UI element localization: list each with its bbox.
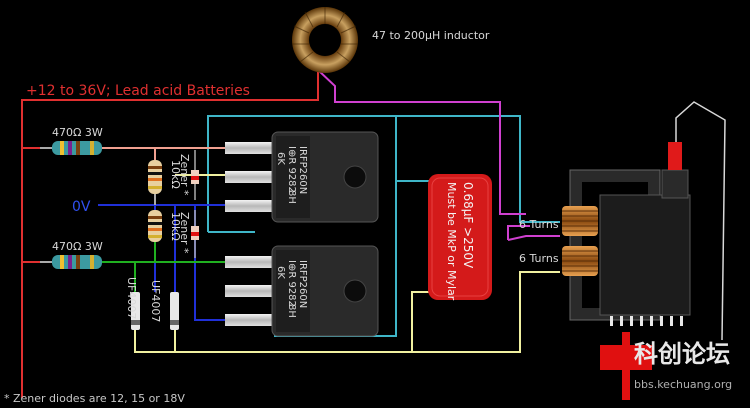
mosfet-top-line3: 6K: [275, 152, 286, 165]
primary-coil-bottom: [562, 246, 598, 276]
zener-bottom: [191, 210, 199, 258]
zener-bottom-label: Zener *: [178, 212, 191, 254]
watermark-url: bbs.kechuang.org: [634, 378, 732, 391]
battery-label: +12 to 36V; Lead acid Batteries: [26, 83, 250, 99]
mosfet-bottom-line2: I⊕R 9282: [286, 260, 297, 307]
diode-uf4007-right: [170, 292, 179, 330]
mosfet-bottom: [225, 245, 379, 337]
magenta-wire: [317, 69, 560, 241]
capacitor-line2: Must be MkP or Mylar: [445, 182, 458, 301]
watermark-logo: [600, 332, 652, 400]
mosfet-bottom-line4: 8H: [286, 304, 297, 318]
mosfet-top-line1: IRFP260N: [297, 146, 308, 194]
resistor-10k-top: [148, 160, 162, 205]
turns-top-label: 6 Turns: [519, 218, 559, 231]
watermark-cn: 科创论坛: [634, 340, 730, 368]
r10k-top-label: 10kΩ: [169, 160, 182, 189]
capacitor: [428, 174, 492, 300]
mosfet-top: [225, 131, 379, 223]
output-wire: [675, 101, 726, 341]
inductor-label: 47 to 200µH inductor: [372, 29, 490, 42]
resistor-bottom-label: 470Ω 3W: [52, 240, 103, 253]
flyback-transformer: [569, 142, 691, 326]
diode-uf4007-left: [131, 292, 140, 330]
mosfet-bottom-line3: 6K: [275, 266, 286, 279]
footnote: * Zener diodes are 12, 15 or 18V: [4, 392, 185, 405]
primary-coil-top: [562, 206, 598, 236]
resistor-top-label: 470Ω 3W: [52, 126, 103, 139]
diode-right-label: UF4007: [149, 280, 162, 322]
r10k-bottom-label: 10kΩ: [169, 212, 182, 241]
turns-bottom-label: 6 Turns: [519, 252, 559, 265]
mosfet-bottom-line1: IRFP260N: [297, 260, 308, 308]
mosfet-top-line2: I⊕R 9282: [286, 146, 297, 193]
mosfet-top-line4: 8H: [286, 190, 297, 204]
resistor-470-top: [40, 141, 102, 155]
capacitor-line1: 0.68µF >250V: [461, 182, 475, 269]
positive-supply-wire: [21, 70, 319, 398]
zener-top: [191, 150, 199, 200]
toroid-inductor: [292, 7, 358, 73]
resistor-10k-bottom: [148, 210, 162, 242]
diode-left-label: UF4007: [125, 277, 138, 319]
resistor-470-bottom: [40, 255, 102, 269]
zener-top-label: Zener *: [178, 154, 191, 196]
zero-volt-label: 0V: [72, 199, 91, 215]
